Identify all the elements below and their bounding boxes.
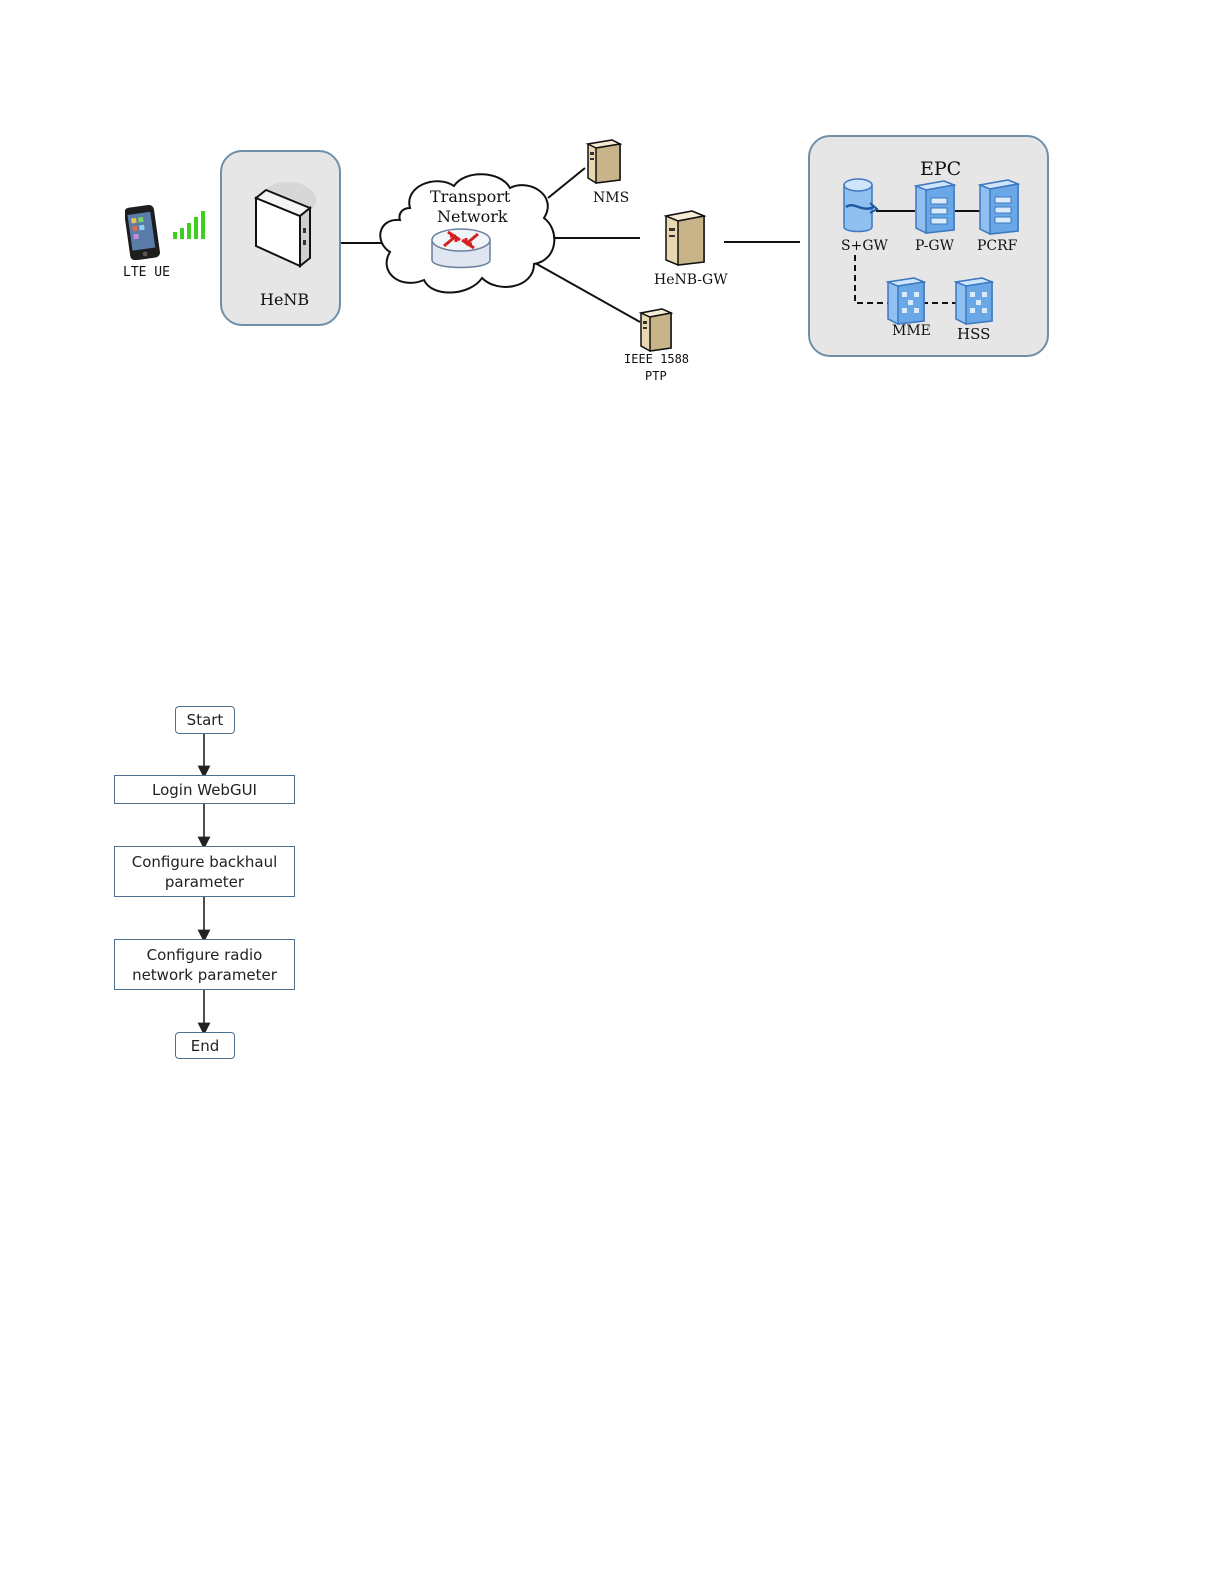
flow-step-login-webgui: Login WebGUI [114,775,295,804]
flow-step-end: End [175,1032,235,1059]
flow-step-configure-radio-line1: Configure radio [147,945,263,965]
sgw-label: S+GW [841,238,888,254]
sgw-node-icon [840,177,880,235]
flow-step-start: Start [175,706,235,734]
mme-label: MME [892,323,931,339]
mme-node-icon [886,275,926,325]
flow-step-configure-radio: Configure radio network parameter [114,939,295,990]
pcrf-node-icon [978,177,1020,235]
pgw-label: P-GW [915,238,954,254]
flow-step-configure-radio-line2: network parameter [132,965,277,985]
sgw-mme-link [855,255,890,303]
epc-internal-links [0,0,1225,420]
hss-node-icon [954,275,994,325]
flow-step-configure-backhaul: Configure backhaul parameter [114,846,295,897]
hss-label: HSS [957,325,990,343]
pcrf-label: PCRF [977,238,1017,254]
pgw-node-icon [914,178,956,234]
flow-step-configure-backhaul-line1: Configure backhaul [132,852,278,872]
flow-step-configure-backhaul-line2: parameter [165,872,244,892]
